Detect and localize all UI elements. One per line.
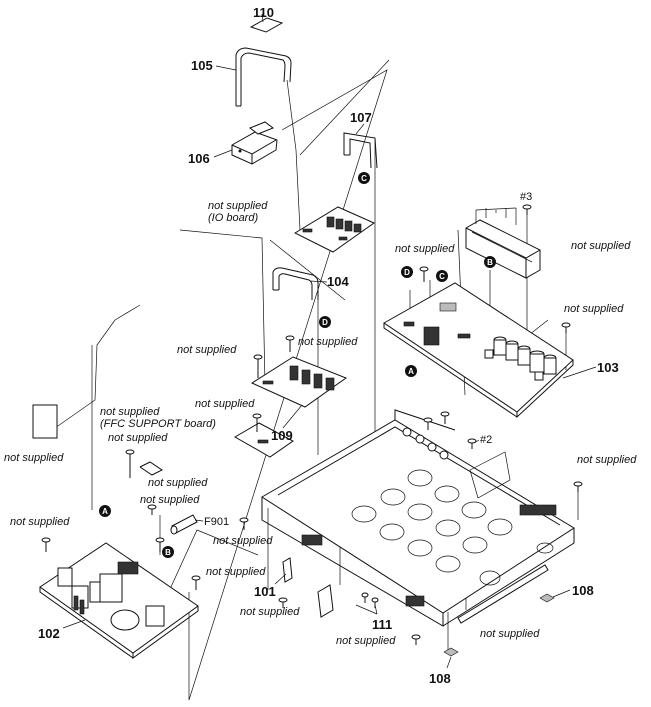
label-not-supplied: not supplied [177, 344, 237, 356]
screw-icon [41, 537, 51, 552]
screw-icon [278, 597, 288, 608]
label-not-supplied: not supplied [148, 477, 208, 489]
io-board [293, 206, 376, 253]
screw-icon [252, 413, 262, 432]
screw-icon [147, 504, 157, 515]
part-108-foot-right [539, 593, 555, 603]
main-chassis [261, 409, 575, 627]
label-not-supplied: not supplied [10, 516, 70, 528]
screw-icon [561, 322, 571, 333]
svg-text:A: A [408, 367, 414, 376]
svg-text:C: C [361, 174, 367, 183]
board-103 [383, 282, 574, 419]
label-ffc-support-board: (FFC SUPPORT board) [100, 418, 216, 430]
board-102 [39, 542, 199, 659]
part-number-callouts: 110 105 106 107 104 109 103 101 102 111 … [38, 5, 619, 686]
svg-text:C: C [439, 272, 445, 281]
not-supplied-labels: not supplied (IO board) not supplied not… [4, 200, 637, 647]
screw-icon [522, 204, 532, 215]
part-104-ribbon-cable [272, 267, 319, 300]
marker-b-icon: B [162, 546, 174, 558]
label-not-supplied: not supplied [571, 240, 631, 252]
part-110-label-tag [249, 17, 284, 33]
part-106-bracket [231, 121, 278, 165]
ffc-support-board [234, 422, 294, 458]
label-not-supplied: not supplied [206, 566, 266, 578]
marker-a-icon: A [99, 505, 111, 517]
screw-icon [371, 597, 379, 608]
screw-icon [423, 417, 433, 430]
screw-icon [125, 449, 135, 478]
screw-icon [440, 411, 450, 424]
label-not-supplied: not supplied [208, 200, 268, 212]
label-not-supplied: not supplied [564, 303, 624, 315]
screws [41, 204, 583, 645]
callout-104: 104 [327, 274, 349, 289]
callout-f901: F901 [204, 516, 229, 528]
part-105-ribbon-cable [235, 47, 292, 107]
screw-icon [411, 634, 421, 645]
part-108-foot-bottom [443, 647, 459, 657]
board-109 [250, 356, 348, 408]
label-not-supplied: not supplied [395, 243, 455, 255]
screw-icon [155, 537, 165, 552]
side-rail [457, 564, 549, 624]
screw-icon [419, 266, 429, 282]
part-107-ribbon-cable [343, 132, 378, 169]
label-not-supplied: not supplied [240, 606, 300, 618]
svg-text:D: D [322, 318, 328, 327]
callout-101: 101 [254, 584, 276, 599]
screw-icon [467, 438, 477, 449]
callout-108-right: 108 [572, 583, 594, 598]
capacitor-group [493, 336, 557, 375]
callout-106: 106 [188, 151, 210, 166]
marker-b-icon: B [484, 256, 496, 268]
screw-icon [239, 517, 249, 530]
heatsink-bracket [465, 207, 541, 279]
screw-icon [285, 335, 295, 352]
marker-c-icon: C [436, 270, 448, 282]
marker-c-icon: C [358, 172, 370, 184]
marker-d-icon: D [401, 266, 413, 278]
label-not-supplied: not supplied [108, 432, 168, 444]
insulating-sheet [32, 404, 58, 439]
label-not-supplied: not supplied [336, 635, 396, 647]
callout-107: 107 [350, 110, 372, 125]
callout-screw-3: #3 [520, 191, 532, 203]
callout-105: 105 [191, 58, 213, 73]
label-not-supplied: not supplied [577, 454, 637, 466]
callout-111: 111 [372, 617, 392, 632]
svg-text:B: B [165, 548, 171, 557]
screw-icon [573, 481, 583, 492]
label-not-supplied: not supplied [480, 628, 540, 640]
screw-icon [253, 354, 263, 378]
marker-d-icon: D [319, 316, 331, 328]
rear-panel-jacks [402, 427, 449, 460]
label-not-supplied: not supplied [100, 406, 160, 418]
screw-icon [191, 575, 201, 590]
fuse-f901 [170, 514, 198, 535]
callout-108-bottom: 108 [429, 671, 451, 686]
callout-103: 103 [597, 360, 619, 375]
label-not-supplied: not supplied [140, 494, 200, 506]
svg-text:B: B [487, 258, 493, 267]
callout-110: 110 [253, 5, 274, 20]
svg-text:A: A [102, 507, 108, 516]
chassis-recesses [351, 469, 554, 586]
label-not-supplied: not supplied [4, 452, 64, 464]
label-not-supplied: not supplied [213, 535, 273, 547]
label-not-supplied: not supplied [195, 398, 255, 410]
marker-a-icon: A [405, 365, 417, 377]
cable-clip [139, 461, 163, 476]
label-not-supplied: not supplied [298, 336, 358, 348]
label-io-board: (IO board) [208, 212, 258, 224]
svg-text:D: D [404, 268, 410, 277]
callout-109: 109 [271, 428, 293, 443]
callout-102: 102 [38, 626, 60, 641]
callout-screw-2: #2 [480, 434, 492, 446]
callout-leaders [62, 13, 597, 669]
screw-icon [361, 592, 369, 603]
part-101-bracket [282, 557, 334, 618]
